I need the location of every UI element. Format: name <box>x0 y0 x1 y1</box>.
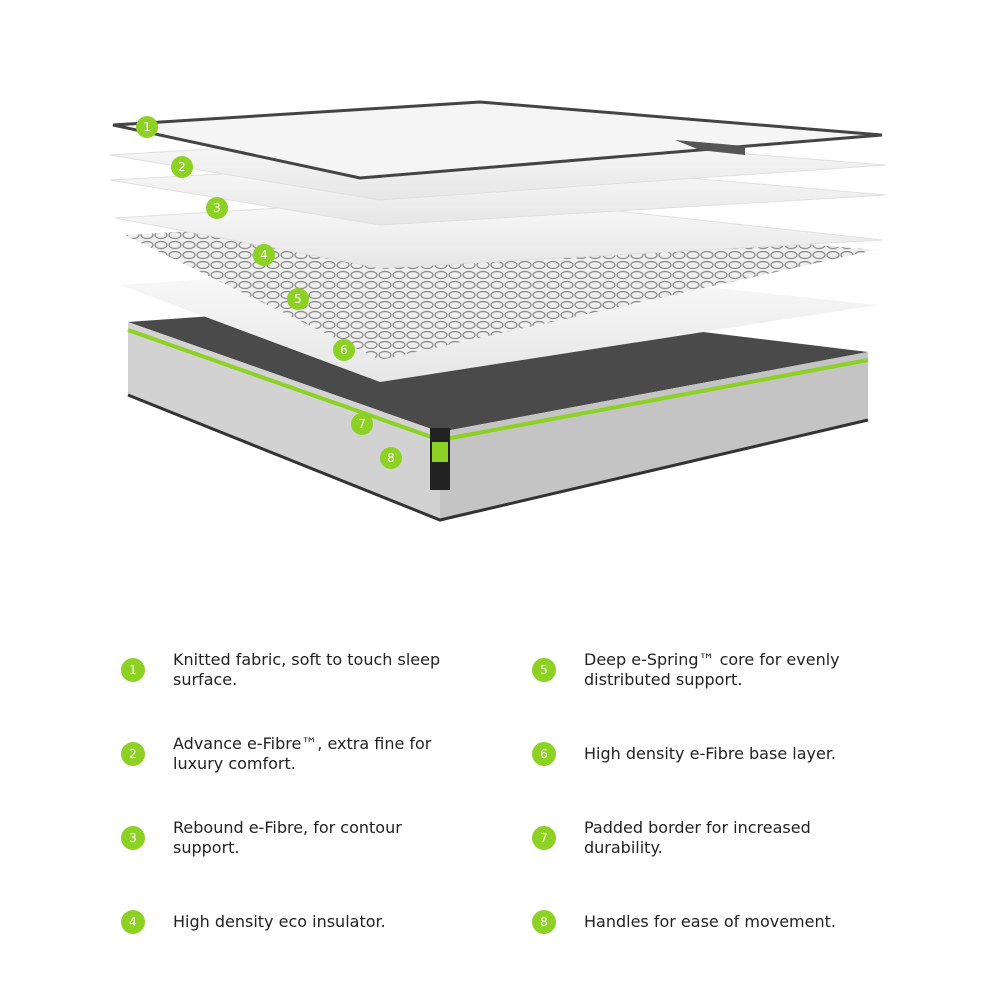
legend-badge: 6 <box>532 742 556 766</box>
mattress-exploded-illustration <box>109 100 887 522</box>
legend-text: High density eco insulator. <box>173 912 386 931</box>
marker-4: 4 <box>253 244 275 266</box>
legend-badge: 8 <box>532 910 556 934</box>
legend-badge: 2 <box>121 742 145 766</box>
marker-3: 3 <box>206 197 228 219</box>
legend-badge: 3 <box>121 826 145 850</box>
legend-text: Padded border for increased durability. <box>584 818 811 857</box>
layer-1-knitted-fabric <box>112 100 883 180</box>
legend-badge: 1 <box>121 658 145 682</box>
legend-badge: 7 <box>532 826 556 850</box>
marker-8: 8 <box>380 447 402 469</box>
marker-5: 5 <box>287 288 309 310</box>
marker-2: 2 <box>171 156 193 178</box>
legend-text: Deep e-Spring™ core for evenly distribut… <box>584 650 840 689</box>
legend-text: Handles for ease of movement. <box>584 912 836 931</box>
marker-1: 1 <box>136 116 158 138</box>
legend-badge: 5 <box>532 658 556 682</box>
legend-text: Rebound e-Fibre, for contour support. <box>173 818 402 857</box>
legend-badge: 4 <box>121 910 145 934</box>
marker-7: 7 <box>351 413 373 435</box>
legend-text: Knitted fabric, soft to touch sleep surf… <box>173 650 441 689</box>
legend-text: Advance e-Fibre™, extra fine for luxury … <box>173 734 432 773</box>
legend-text: High density e-Fibre base layer. <box>584 744 837 763</box>
marker-6: 6 <box>333 339 355 361</box>
